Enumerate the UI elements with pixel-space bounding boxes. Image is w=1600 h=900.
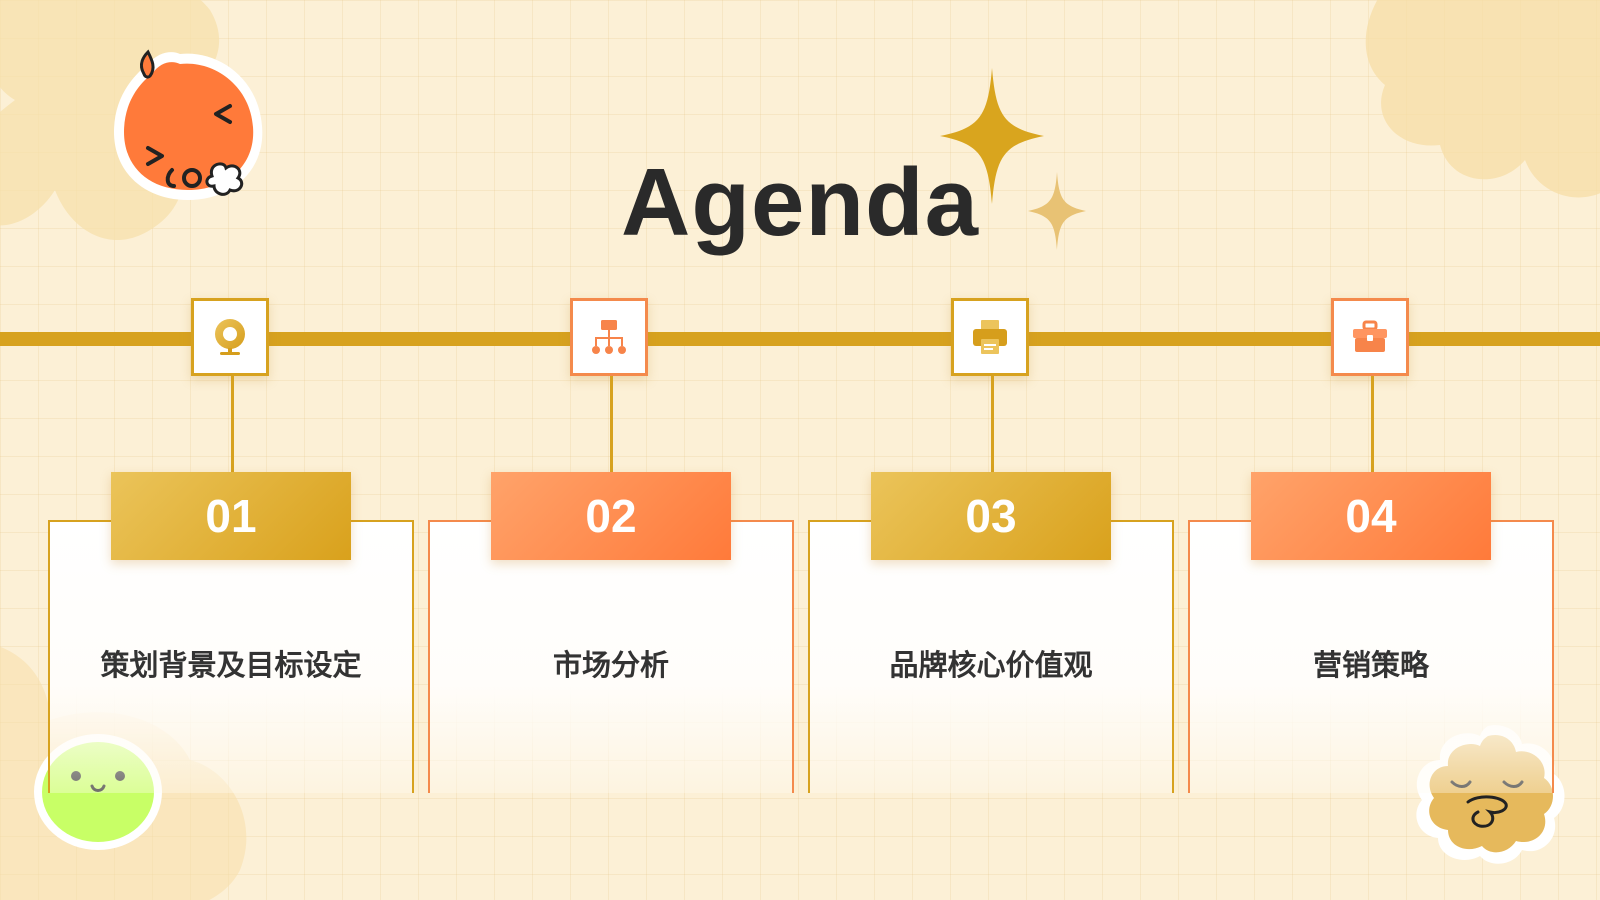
agenda-number-badge: 02 — [491, 472, 731, 560]
agenda-icon-box-1 — [191, 298, 269, 376]
toolbox-icon — [1353, 320, 1387, 352]
agenda-card-4: 营销策略 — [1188, 520, 1554, 793]
agenda-card-2: 市场分析 — [428, 520, 794, 793]
webcam-icon — [215, 319, 245, 355]
connector-2 — [610, 376, 613, 472]
agenda-item-label: 品牌核心价值观 — [889, 648, 1093, 682]
page-title: Agenda — [620, 149, 980, 256]
agenda-icon-box-4 — [1331, 298, 1409, 376]
agenda-number-badge: 04 — [1251, 472, 1491, 560]
connector-1 — [231, 376, 234, 472]
agenda-item-label: 营销策略 — [1312, 648, 1429, 682]
printer-icon — [973, 320, 1007, 354]
org-chart-icon — [592, 320, 626, 354]
sparkle-small — [1028, 172, 1086, 250]
agenda-item-label: 市场分析 — [552, 648, 669, 682]
agenda-card-1: 策划背景及目标设定 — [48, 520, 414, 793]
agenda-number-badge: 01 — [111, 472, 351, 560]
agenda-item-label: 策划背景及目标设定 — [100, 648, 362, 682]
timeline-line — [0, 332, 1600, 346]
connector-4 — [1371, 376, 1374, 472]
agenda-icon-box-2 — [570, 298, 648, 376]
connector-3 — [991, 376, 994, 472]
agenda-icon-box-3 — [951, 298, 1029, 376]
flower-blob-top-right — [1365, 0, 1600, 198]
agenda-number-badge: 03 — [871, 472, 1111, 560]
agenda-card-3: 品牌核心价值观 — [808, 520, 1174, 793]
orange-face-mascot — [114, 49, 263, 200]
sparkle-large — [940, 68, 1044, 204]
